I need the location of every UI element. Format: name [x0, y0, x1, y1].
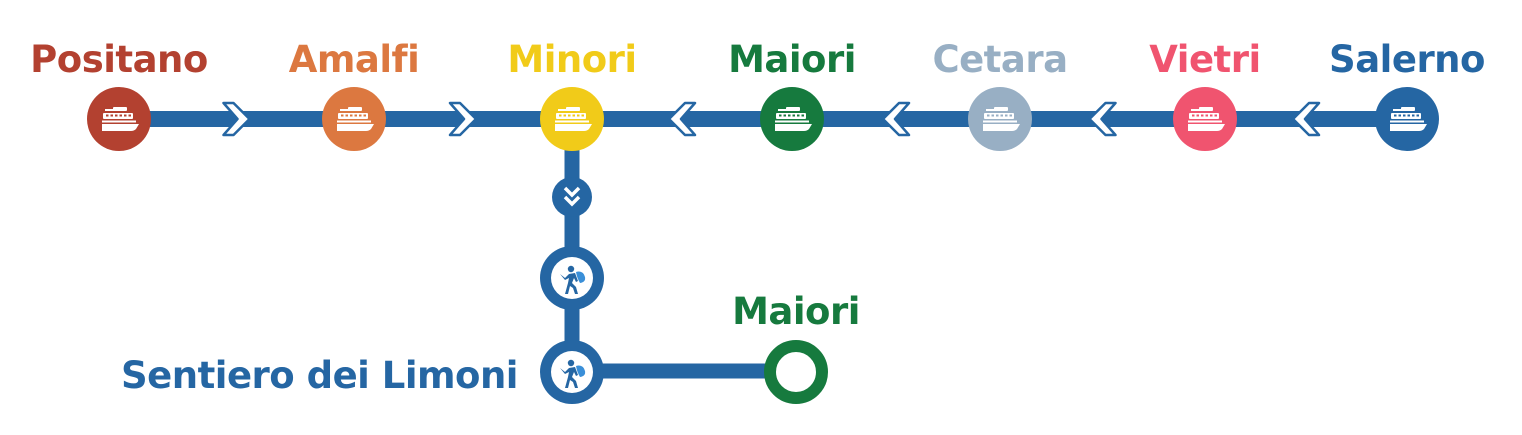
stop-label-vietri: Vietri	[1149, 38, 1260, 81]
chevron-left-icon	[1291, 101, 1321, 137]
ferry-stop-minori[interactable]	[540, 87, 604, 151]
stop-label-maiori-walking-end: Maiori	[732, 290, 860, 333]
ferry-stop-positano[interactable]	[87, 87, 151, 151]
stop-label-amalfi: Amalfi	[289, 38, 420, 81]
chevron-right-icon	[448, 101, 478, 137]
ferry-stop-maiori[interactable]	[760, 87, 824, 151]
ferry-stop-cetara[interactable]	[968, 87, 1032, 151]
stop-label-cetara: Cetara	[932, 38, 1067, 81]
stop-label-maiori: Maiori	[728, 38, 856, 81]
stop-label-salerno: Salerno	[1329, 38, 1485, 81]
walking-stop[interactable]	[540, 246, 604, 310]
chevron-left-icon	[667, 101, 697, 137]
walking-stop-sentiero-dei-limoni[interactable]	[540, 340, 604, 404]
ferry-stop-salerno[interactable]	[1375, 87, 1439, 151]
double-chevron-down-icon	[563, 186, 581, 207]
chevron-right-icon	[222, 101, 251, 137]
chevron-left-icon	[1088, 101, 1117, 137]
ferry-stop-amalfi[interactable]	[322, 87, 386, 151]
stop-label-sentiero-dei-limoni: Sentiero dei Limoni	[121, 354, 518, 397]
direction-marker	[552, 177, 592, 217]
chevron-left-icon	[881, 101, 911, 137]
stop-label-positano: Positano	[30, 38, 208, 81]
walking-end-maiori[interactable]	[764, 340, 828, 404]
stop-label-minori: Minori	[507, 38, 636, 81]
ferry-stop-vietri[interactable]	[1173, 87, 1237, 151]
